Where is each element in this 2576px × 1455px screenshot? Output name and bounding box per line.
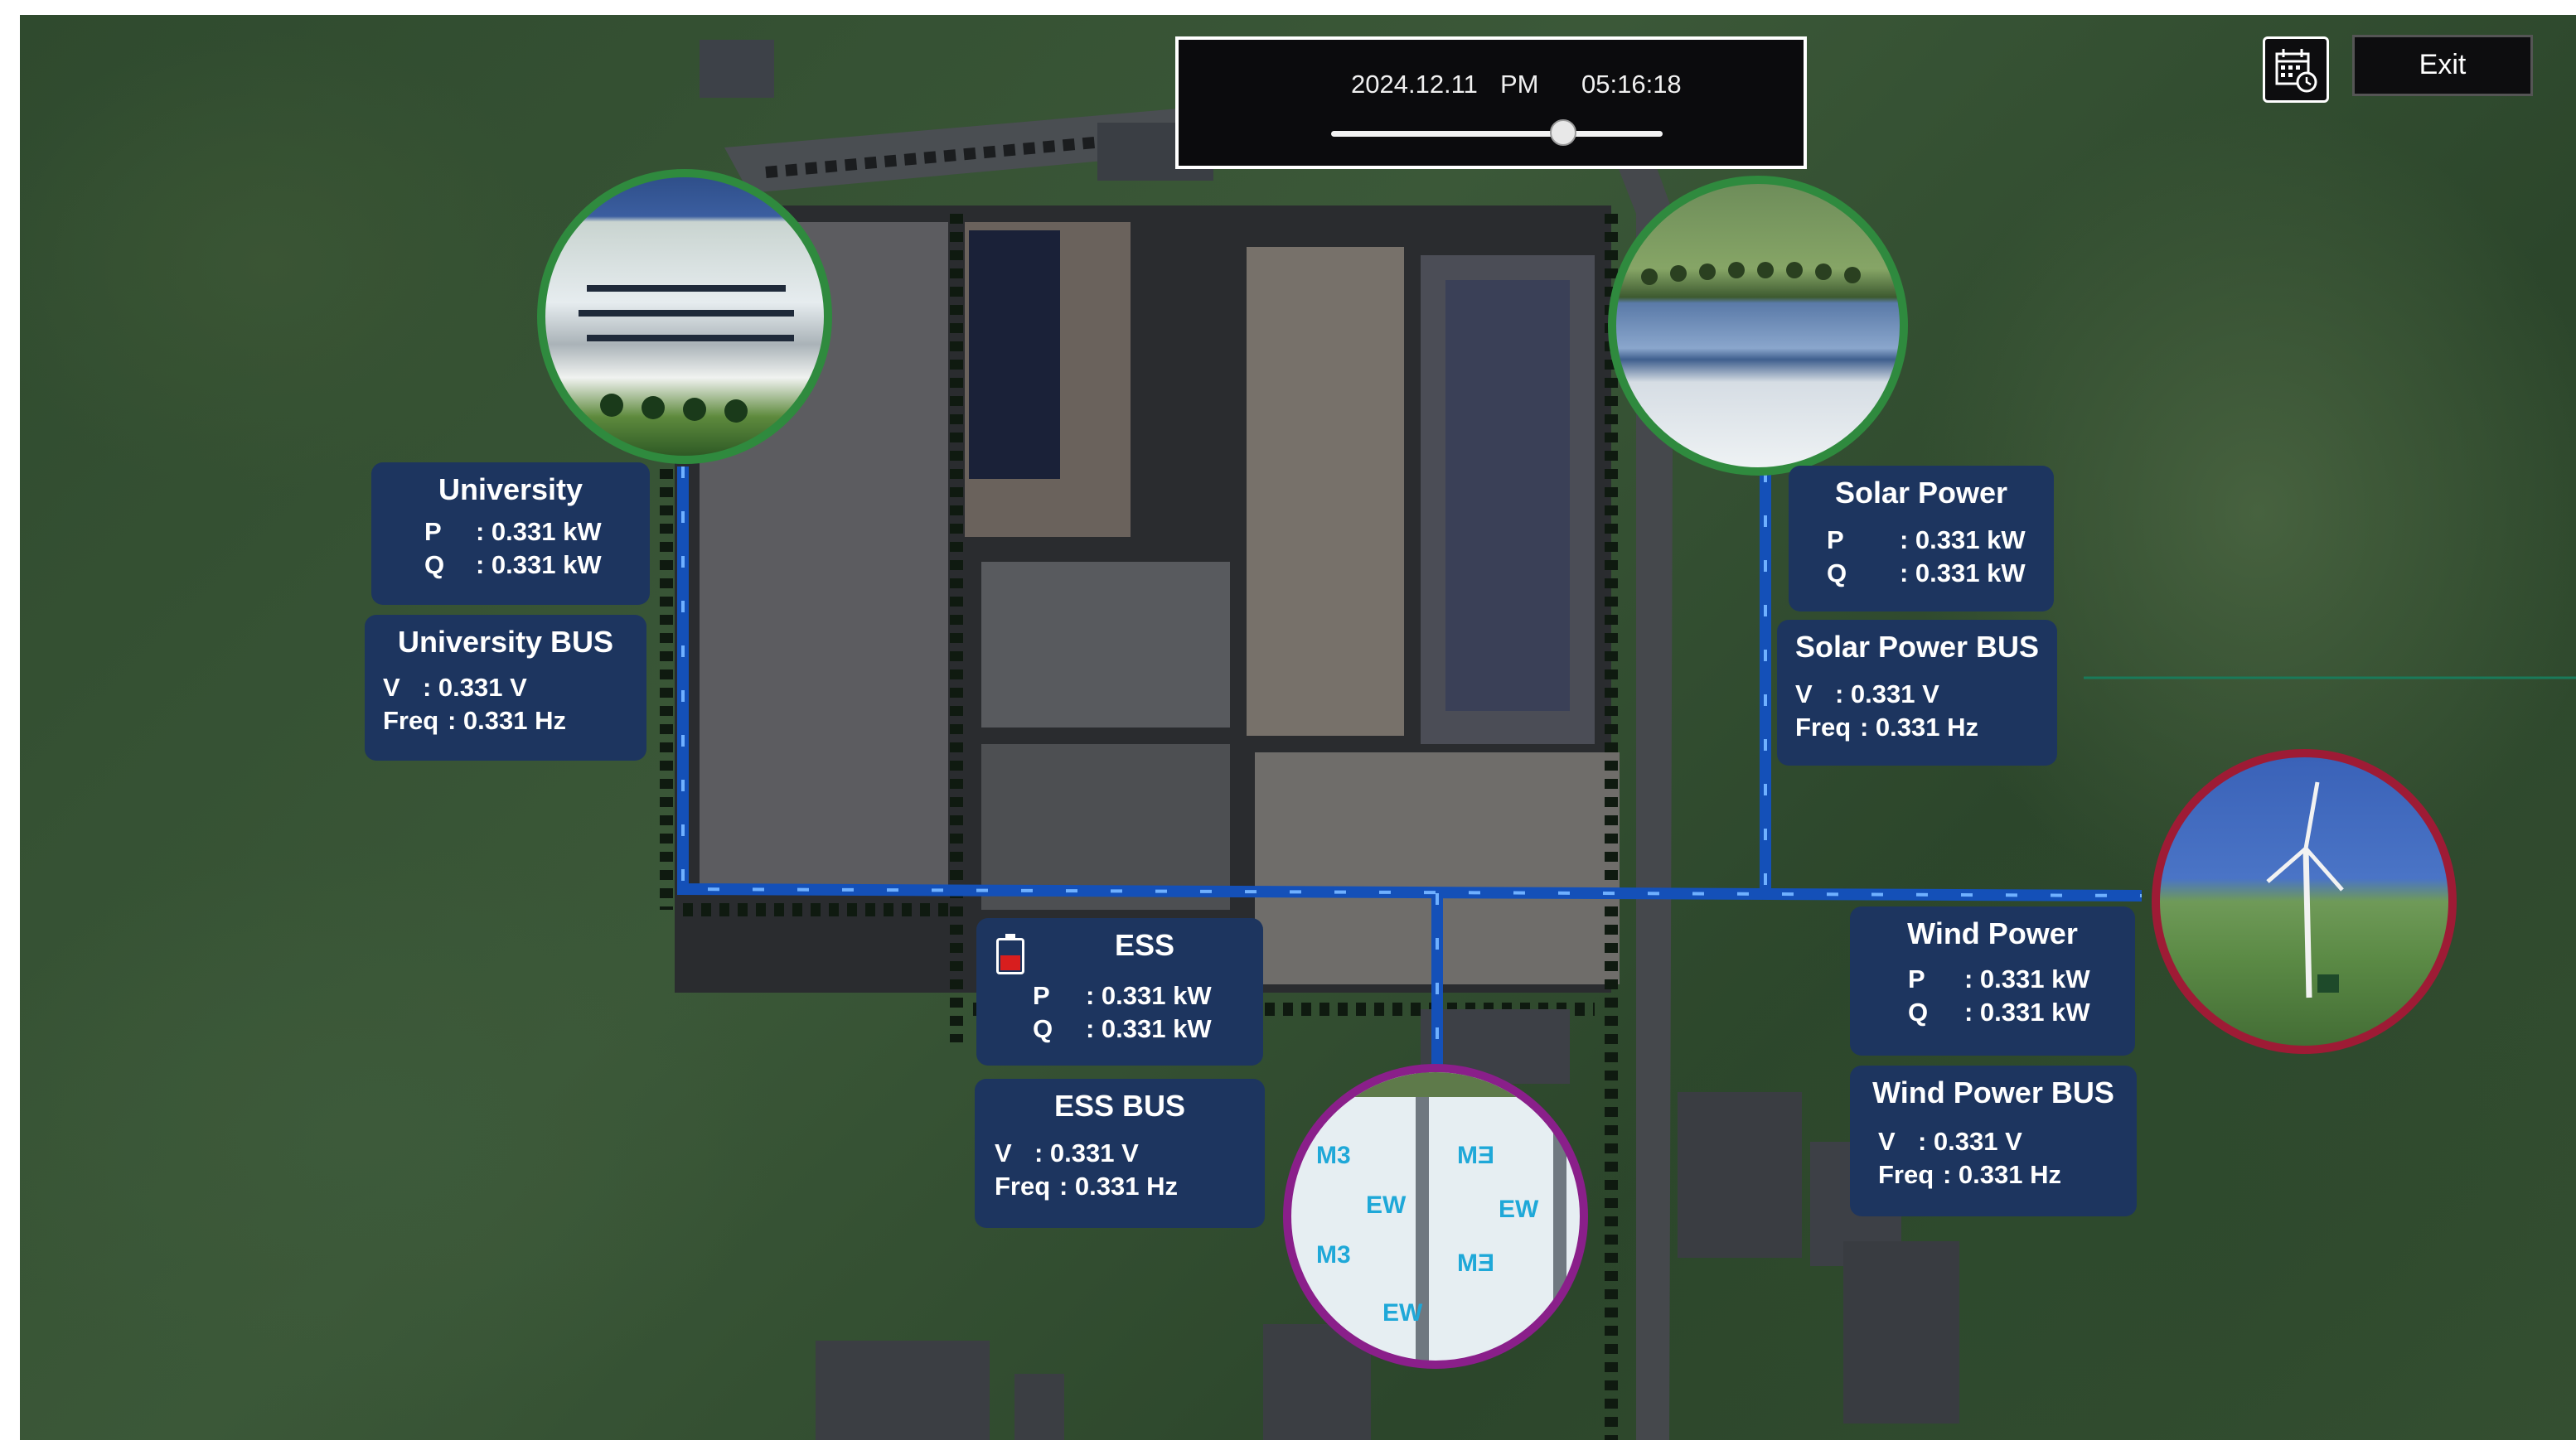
wind-freq-row: Freq : 0.331 Hz	[1878, 1160, 2061, 1190]
ess-v-row: V : 0.331 V	[995, 1138, 1139, 1168]
university-freq-value: : 0.331 Hz	[448, 706, 567, 735]
svg-text:EW: EW	[1499, 1196, 1539, 1223]
ess-v-value: : 0.331 V	[1034, 1138, 1139, 1167]
time-slider-track[interactable]	[1331, 131, 1663, 137]
freq-label: Freq	[995, 1172, 1051, 1201]
university-v-value: : 0.331 V	[423, 673, 527, 702]
solar-title: Solar Power	[1834, 476, 2008, 510]
university-camera-view[interactable]	[537, 169, 832, 464]
university-title: University	[438, 472, 583, 506]
p-label: P	[424, 517, 442, 546]
solar-power-panel: Solar Power P : 0.331 kW Q : 0.331 kW	[1789, 466, 2054, 611]
solar-freq-value: : 0.331 Hz	[1860, 713, 1979, 742]
wind-v-value: : 0.331 V	[1918, 1127, 2022, 1156]
v-label: V	[383, 673, 400, 702]
solar-camera-view[interactable]	[1608, 176, 1908, 476]
freq-label: Freq	[1795, 713, 1852, 742]
ess-bus-panel: ESS BUS V : 0.331 V Freq : 0.331 Hz	[975, 1079, 1265, 1228]
q-label: Q	[1033, 1014, 1053, 1043]
wind-q-row: Q : 0.331 kW	[1908, 998, 2090, 1027]
plot	[981, 744, 1230, 910]
q-label: Q	[424, 550, 445, 579]
wind-title: Wind Power	[1907, 916, 2078, 950]
bus-network	[677, 466, 2576, 1067]
calendar-button[interactable]	[2263, 36, 2329, 103]
university-v-row: V : 0.331 V	[383, 673, 527, 703]
wind-turbine-icon	[2266, 781, 2344, 998]
freq-label: Freq	[1878, 1160, 1934, 1189]
university-q-value: : 0.331 kW	[476, 550, 602, 579]
p-label: P	[1033, 981, 1050, 1010]
freq-label: Freq	[383, 706, 439, 735]
university-p-value: : 0.331 kW	[476, 517, 602, 546]
ess-q-row: Q : 0.331 kW	[1033, 1014, 1212, 1044]
wind-bus-panel: Wind Power BUS V : 0.331 V Freq : 0.331 Hz	[1850, 1066, 2137, 1216]
battery-low-icon	[996, 934, 1024, 974]
wind-bus-title: Wind Power BUS	[1872, 1076, 2114, 1109]
v-label: V	[1795, 679, 1813, 708]
solar-bus-panel: Solar Power BUS V : 0.331 V Freq : 0.331 H…	[1777, 620, 2057, 766]
ess-p-value: : 0.331 kW	[1086, 981, 1212, 1010]
time-label: 05:16:18	[1581, 70, 1682, 99]
solar-q-row: Q : 0.331 kW	[1827, 558, 2026, 588]
calendar-clock-icon	[2275, 49, 2317, 93]
ampm-label: PM	[1500, 70, 1539, 99]
svg-text:M3: M3	[1316, 1241, 1351, 1269]
ess-power-panel: ESS P : 0.331 kW Q : 0.331 kW	[976, 918, 1263, 1066]
svg-text:EW: EW	[1366, 1192, 1407, 1219]
solar-p-row: P : 0.331 kW	[1827, 525, 2026, 555]
wind-power-panel: Wind Power P : 0.331 kW Q : 0.331 kW	[1850, 906, 2135, 1056]
q-label: Q	[1827, 558, 1847, 587]
solar-panel-icon	[1641, 262, 1861, 285]
solar-p-value: : 0.331 kW	[1900, 525, 2026, 554]
wind-p-value: : 0.331 kW	[1964, 964, 2090, 993]
svg-text:M3: M3	[1316, 1142, 1351, 1169]
wind-freq-value: : 0.331 Hz	[1943, 1160, 2062, 1189]
university-freq-row: Freq : 0.331 Hz	[383, 706, 566, 736]
time-control: 2024.12.11 PM 05:16:18	[1175, 36, 1807, 169]
svg-text:MƎ: MƎ	[1457, 1250, 1494, 1277]
ess-p-row: P : 0.331 kW	[1033, 981, 1212, 1011]
university-bus-title: University BUS	[397, 625, 614, 659]
solar-panel-array-1	[969, 230, 1060, 479]
ess-q-value: : 0.331 kW	[1086, 1014, 1212, 1043]
v-label: V	[1878, 1127, 1896, 1156]
solar-q-value: : 0.331 kW	[1900, 558, 2026, 587]
parking-plot	[981, 562, 1230, 728]
university-p-row: P : 0.331 kW	[424, 517, 602, 547]
plot	[1247, 247, 1404, 736]
wind-camera-view[interactable]	[2152, 749, 2457, 1054]
ess-freq-row: Freq : 0.331 Hz	[995, 1172, 1178, 1201]
solar-panel-array-2	[1445, 280, 1570, 711]
university-q-row: Q : 0.331 kW	[424, 550, 602, 580]
q-label: Q	[1908, 998, 1929, 1027]
university-building-icon	[579, 285, 794, 423]
date-label: 2024.12.11	[1351, 70, 1478, 99]
svg-text:EW: EW	[1382, 1299, 1423, 1327]
time-slider-thumb[interactable]	[1550, 119, 1576, 146]
ess-title: ESS	[1114, 928, 1175, 962]
ess-bus-title: ESS BUS	[1053, 1089, 1186, 1123]
exit-button[interactable]: Exit	[2352, 35, 2533, 96]
solar-v-value: : 0.331 V	[1835, 679, 1939, 708]
wind-p-row: P : 0.331 kW	[1908, 964, 2090, 994]
p-label: P	[1908, 964, 1925, 993]
solar-v-row: V : 0.331 V	[1795, 679, 1939, 709]
ess-freq-value: : 0.331 Hz	[1059, 1172, 1179, 1201]
solar-freq-row: Freq : 0.331 Hz	[1795, 713, 1978, 742]
wind-q-value: : 0.331 kW	[1964, 998, 2090, 1027]
university-bus-panel: University BUS V : 0.331 V Freq : 0.331 Hz	[365, 615, 646, 761]
v-label: V	[995, 1138, 1012, 1167]
svg-text:MƎ: MƎ	[1457, 1142, 1494, 1169]
solar-bus-title: Solar Power BUS	[1794, 630, 2040, 664]
university-power-panel: University P : 0.331 kW Q : 0.331 kW	[371, 462, 650, 605]
wind-v-row: V : 0.331 V	[1878, 1127, 2022, 1157]
p-label: P	[1827, 525, 1844, 554]
